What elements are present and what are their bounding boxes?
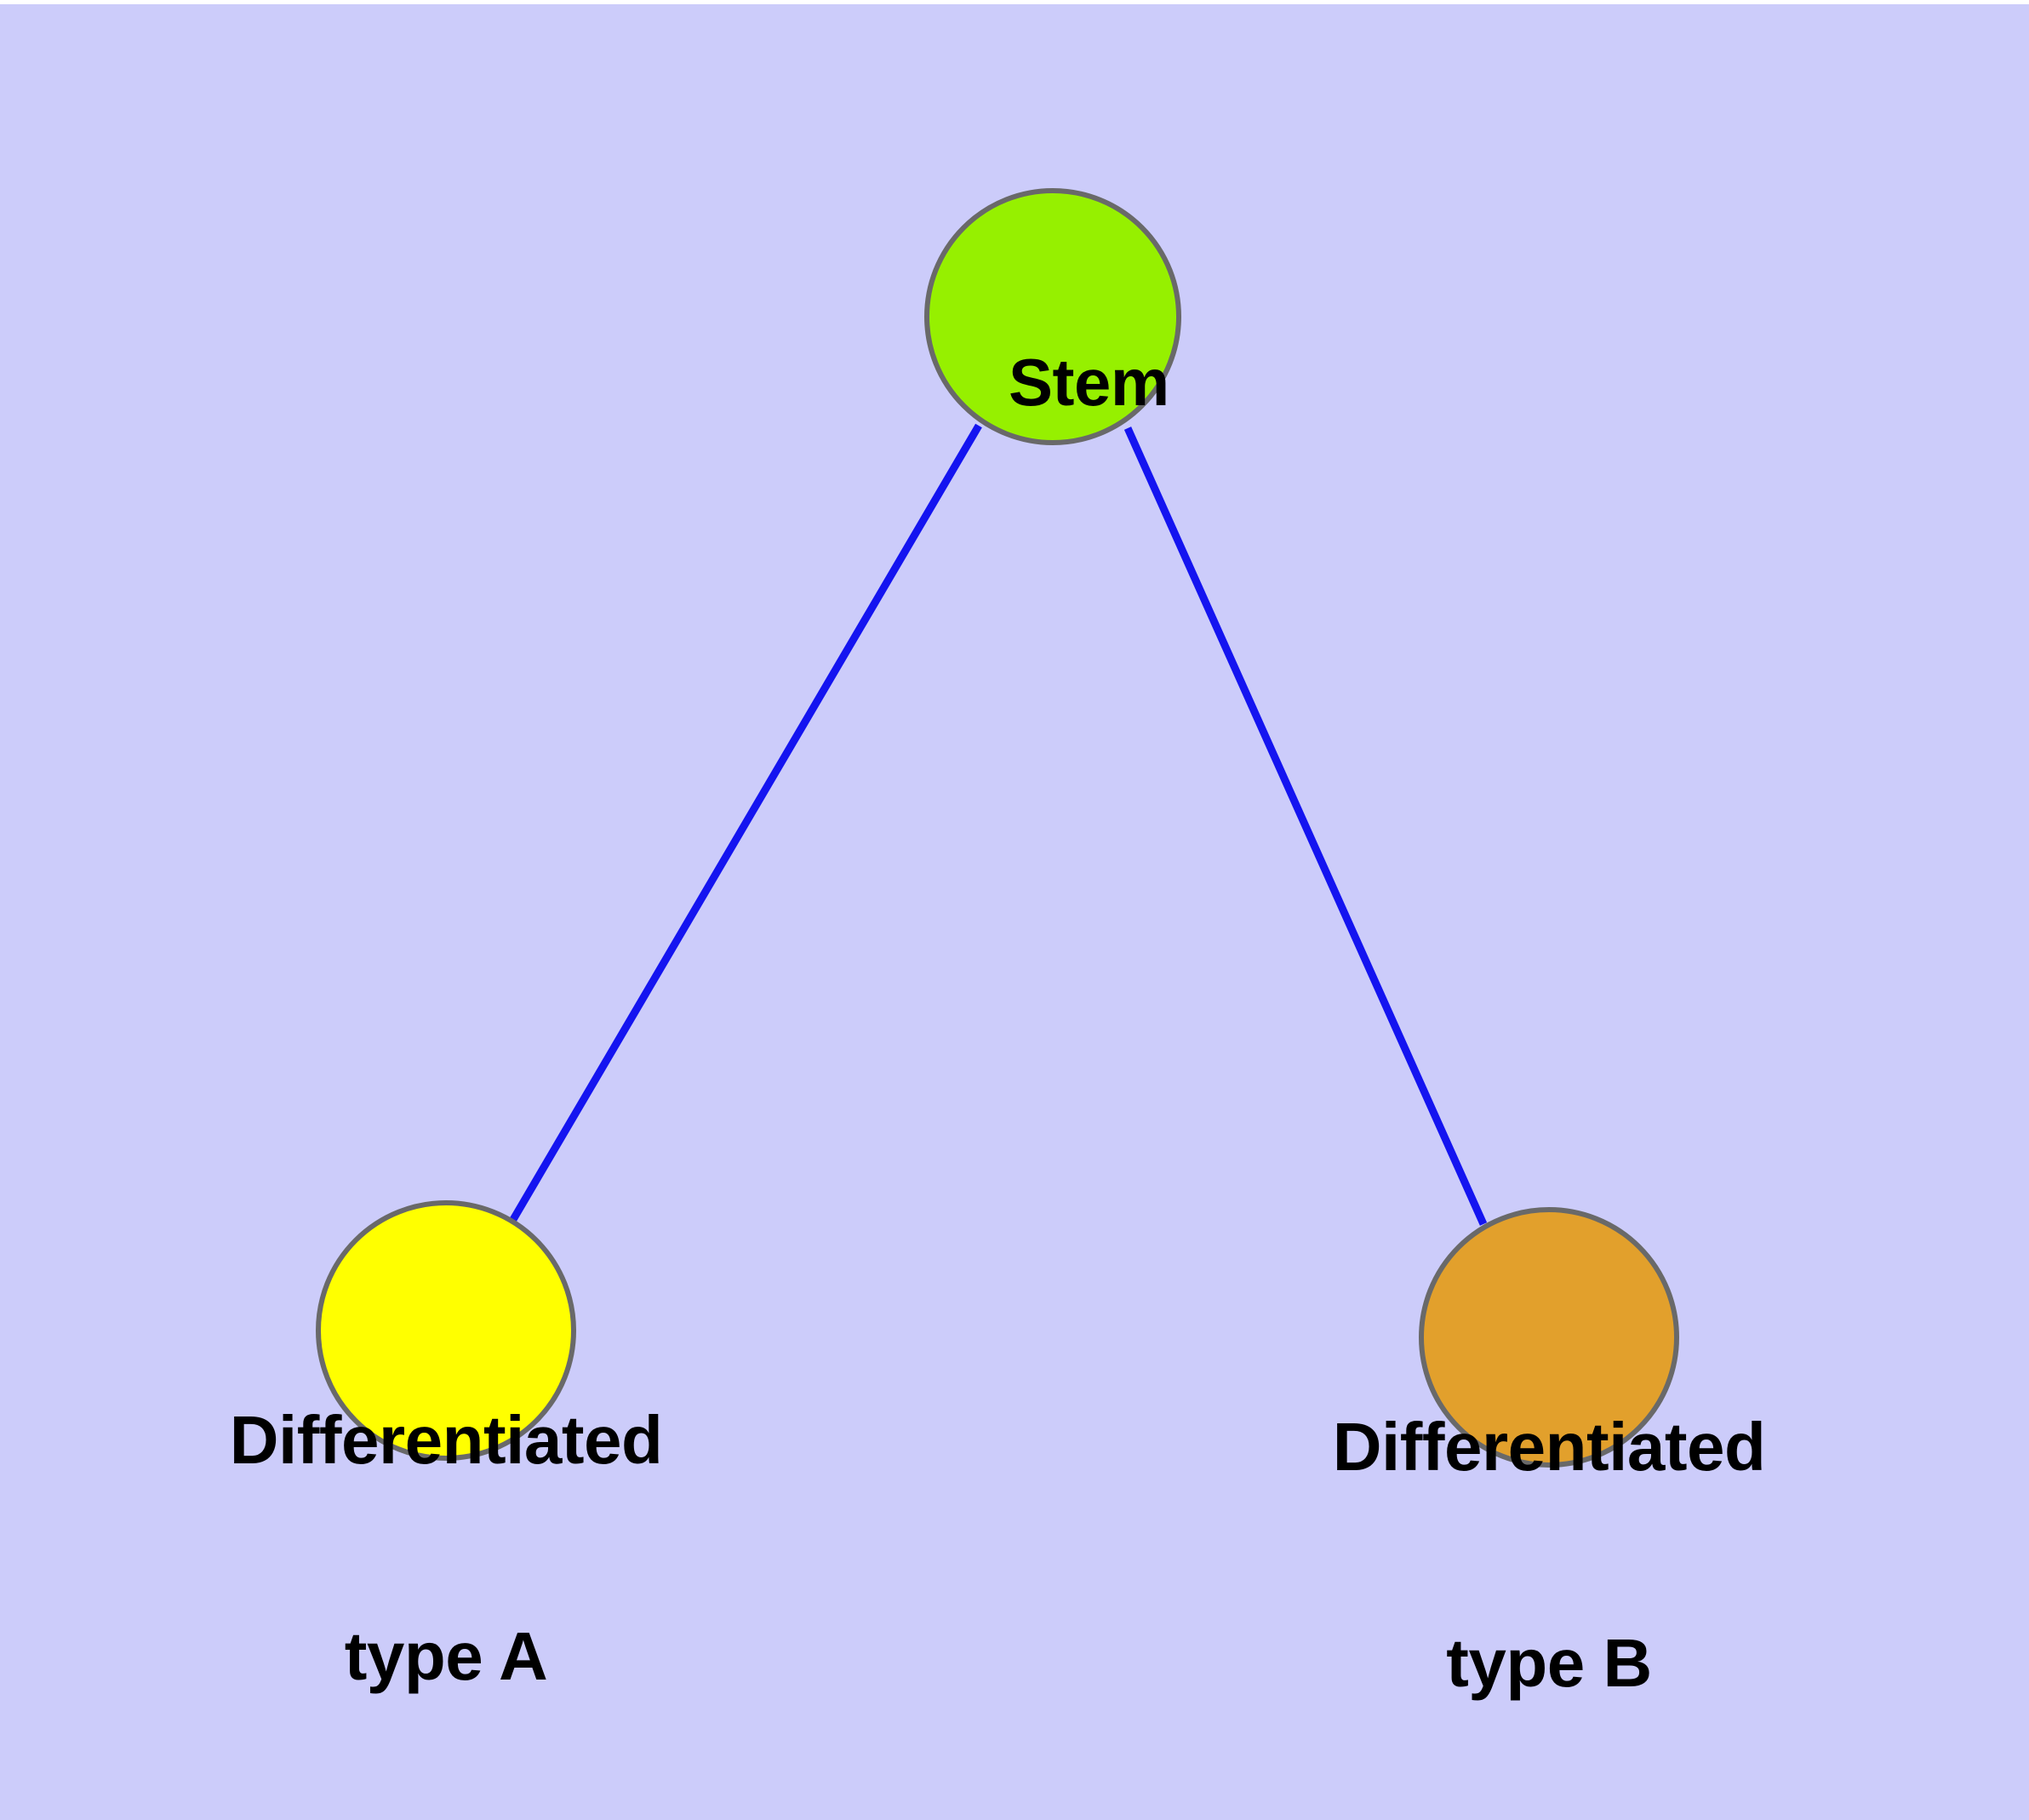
node-differentiated-type-a[interactable]: [316, 1200, 576, 1461]
edge-stem-to-type-a: [508, 423, 982, 1225]
node-stem[interactable]: [924, 188, 1181, 445]
nodes-layer: [316, 188, 1679, 1468]
edges-layer: [508, 423, 1488, 1226]
edge-stem-to-type-b: [1123, 426, 1488, 1226]
top-white-strip: [0, 0, 2029, 4]
node-differentiated-type-b[interactable]: [1419, 1207, 1679, 1468]
